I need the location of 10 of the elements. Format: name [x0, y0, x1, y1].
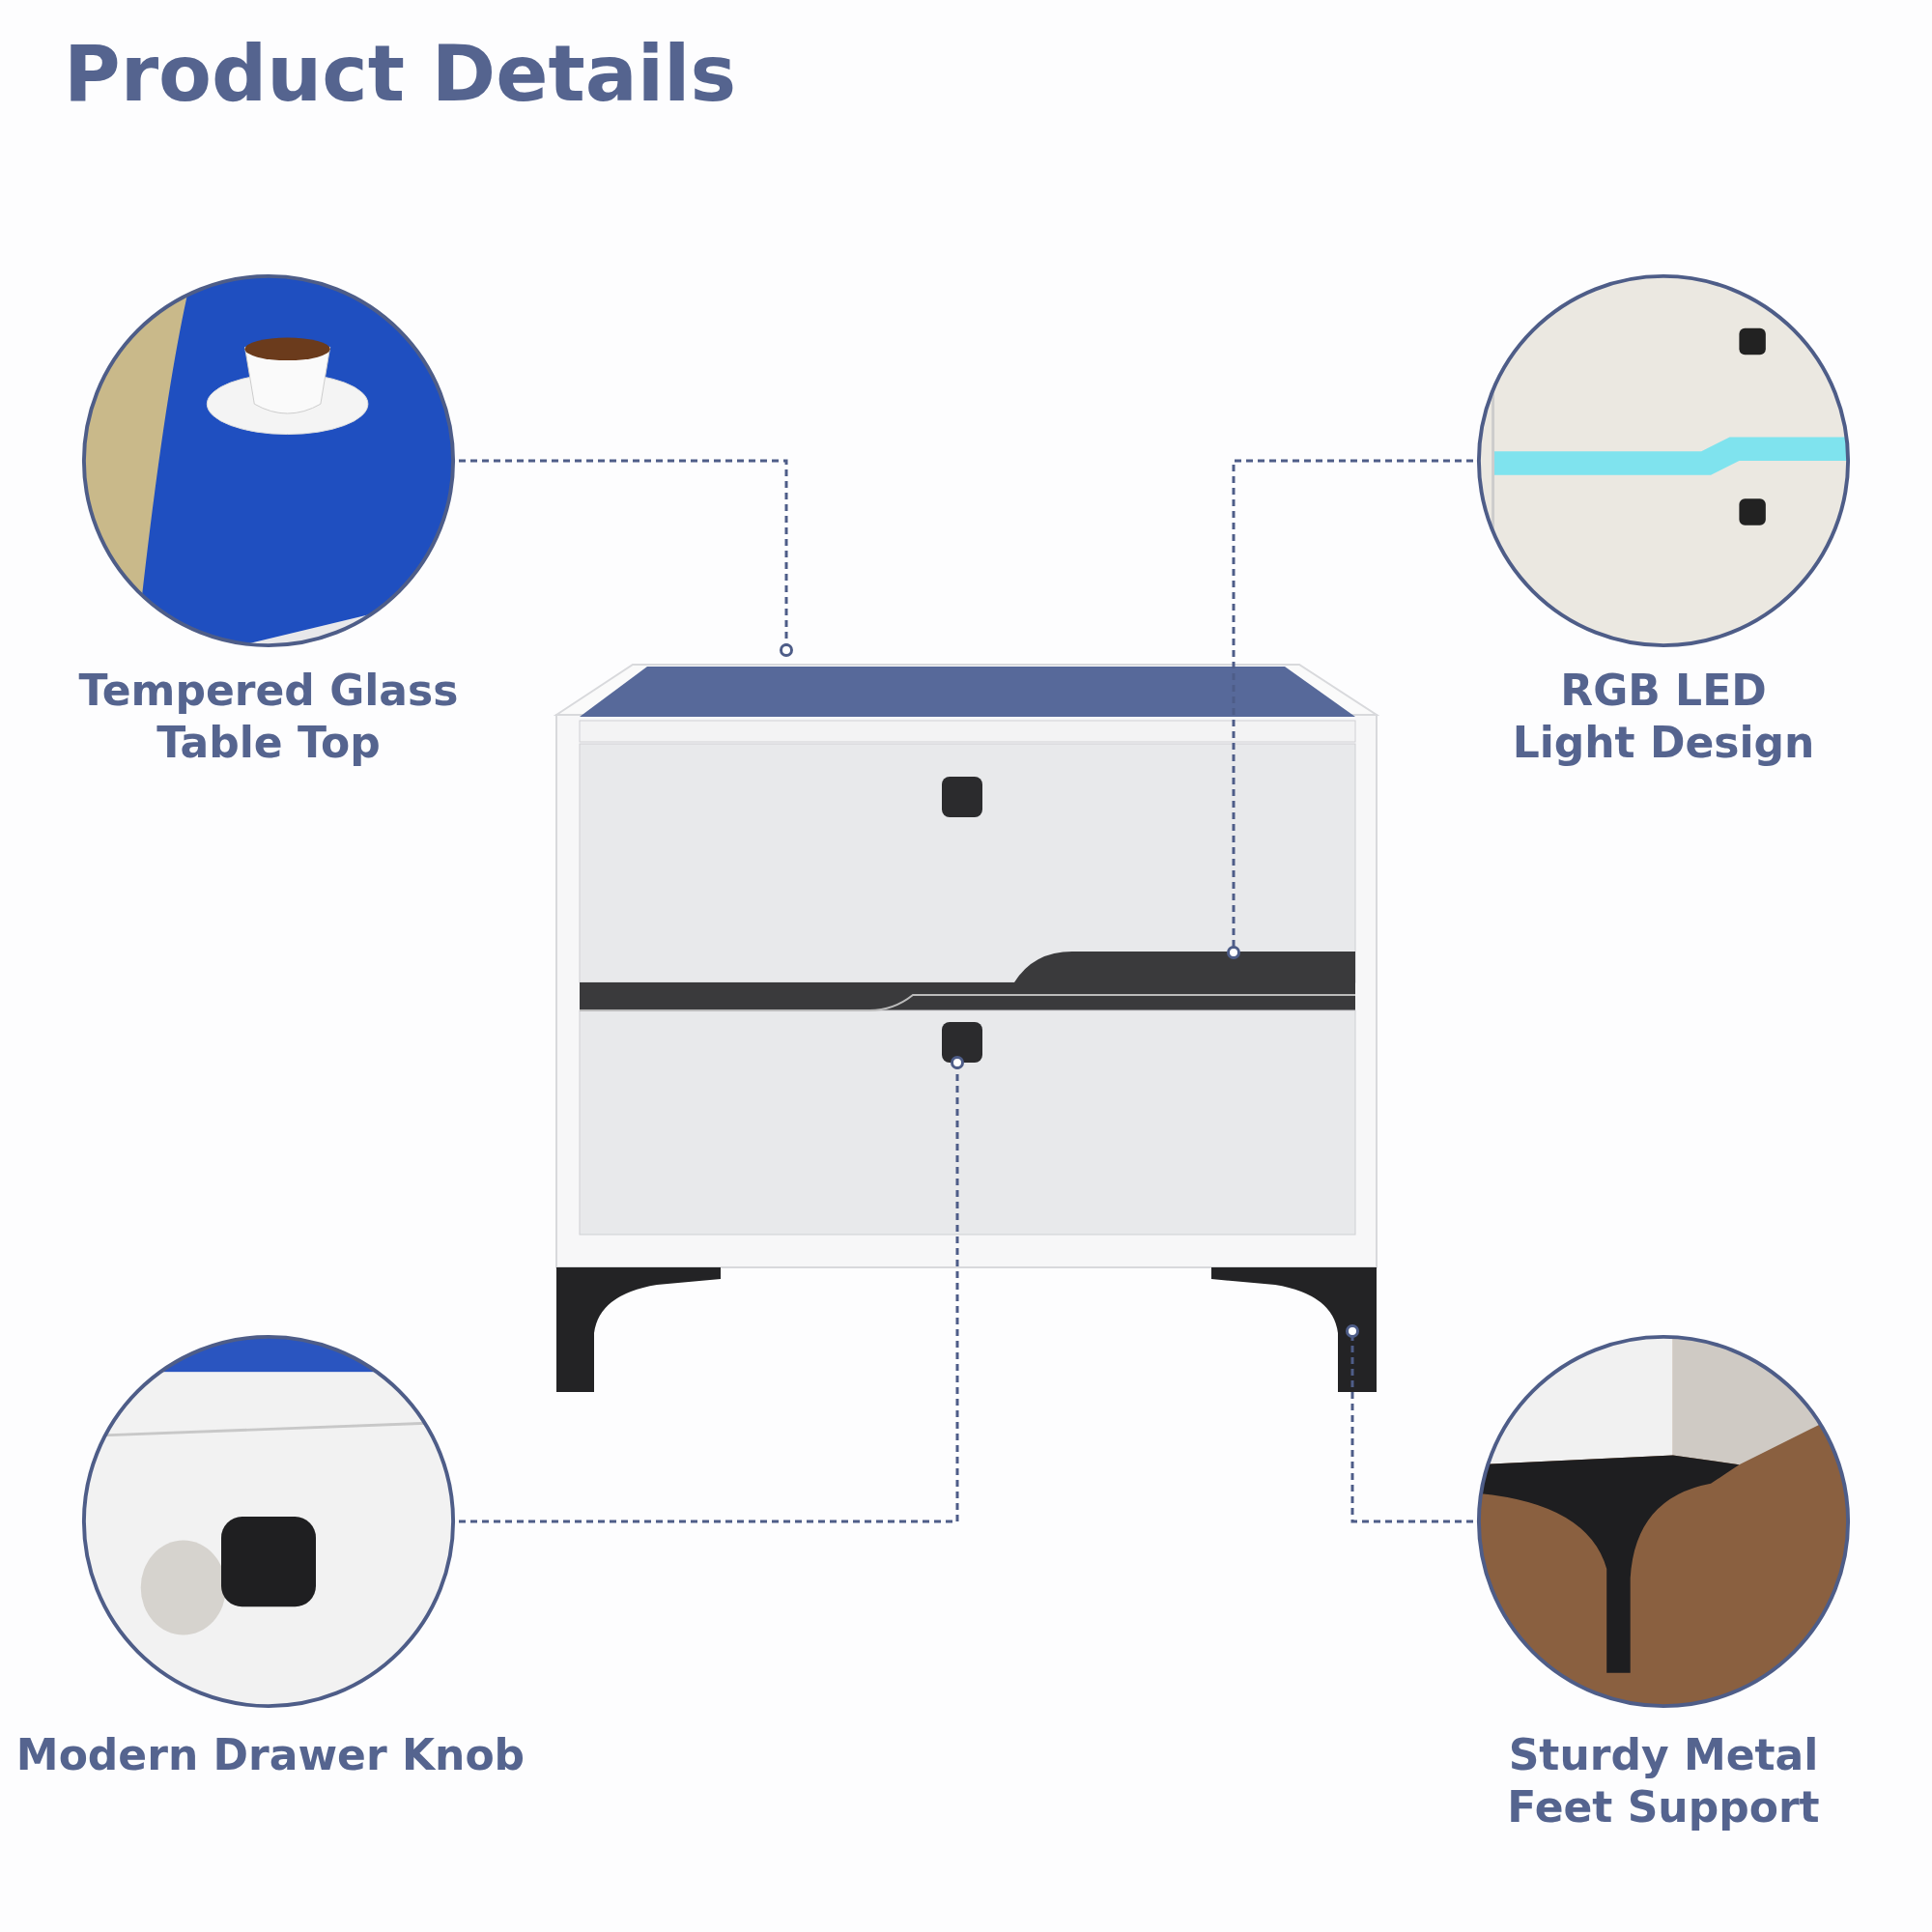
leader-line	[459, 1056, 964, 1523]
leader-line	[1227, 459, 1473, 959]
feature-caption: Sturdy Metal Feet Support	[1506, 1729, 1821, 1833]
page-title: Product Details	[64, 29, 737, 119]
feature-caption: Tempered Glass Table Top	[77, 665, 460, 769]
leader-line	[1346, 1324, 1473, 1523]
feature-caption: RGB LED Light Design	[1511, 665, 1816, 769]
feature-caption: Modern Drawer Knob	[14, 1729, 526, 1781]
nightstand-drawing	[553, 664, 1380, 1392]
leader-line	[459, 459, 793, 657]
